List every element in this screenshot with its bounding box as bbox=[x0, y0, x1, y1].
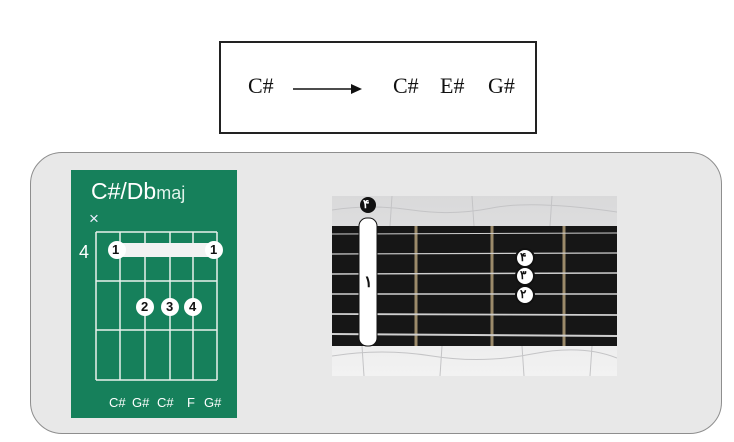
photo-finger-label: ۲ bbox=[520, 287, 527, 301]
chord-name: C#/Db bbox=[91, 178, 157, 204]
formula-arrow bbox=[293, 84, 362, 94]
finger-label-3: 3 bbox=[166, 299, 174, 314]
badge-label: ۴ bbox=[363, 197, 370, 211]
mute-marker: × bbox=[89, 209, 99, 228]
note-label: C# bbox=[157, 395, 174, 410]
formula-root: C# bbox=[248, 73, 274, 98]
chord-title: C#/Dbmaj bbox=[91, 178, 185, 205]
chord-diagram-card: C#/Dbmaj × 4 1 1 2 3 4 C# G# bbox=[71, 170, 237, 418]
barre-finger-label-right: 1 bbox=[210, 242, 218, 257]
start-fret-number: 4 bbox=[79, 242, 90, 262]
guitar-neck-illustration bbox=[332, 196, 617, 376]
note-label: C# bbox=[109, 395, 126, 410]
formula-note-1: C# bbox=[393, 73, 419, 98]
fretboard-grid bbox=[95, 231, 223, 381]
note-label: G# bbox=[132, 395, 150, 410]
barre-finger-label-left: 1 bbox=[112, 242, 120, 257]
finger-label-4: 4 bbox=[189, 299, 197, 314]
formula-note-2: E# bbox=[440, 73, 465, 98]
guitar-neck-photo: ۴ ۱ ۴ ۳ ۲ bbox=[332, 196, 617, 376]
chord-suffix: maj bbox=[156, 183, 186, 203]
photo-finger-label: ۴ bbox=[520, 250, 527, 264]
note-label: G# bbox=[204, 395, 222, 410]
photo-barre-label: ۱ bbox=[364, 274, 373, 291]
photo-finger-label: ۳ bbox=[520, 268, 527, 282]
chord-formula-box: C# C# E# G# bbox=[219, 41, 537, 134]
formula-note-3: G# bbox=[488, 73, 515, 98]
finger-label-2: 2 bbox=[141, 299, 149, 314]
note-label: F bbox=[187, 395, 195, 410]
